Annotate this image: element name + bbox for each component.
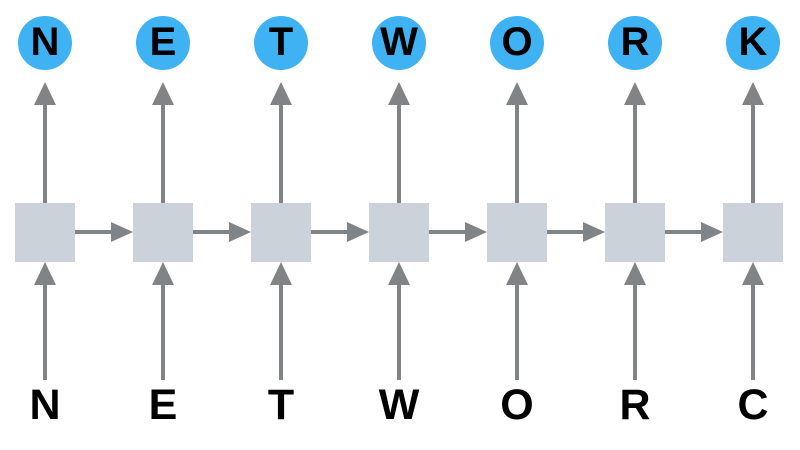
input-letter: E [148,381,178,429]
rnn-unit: W W [369,0,429,450]
arrowhead-up-icon [152,262,174,285]
arrow-shaft [515,283,519,380]
arrow-up-icon [487,262,547,380]
arrow-up-icon [15,82,75,204]
arrow-up-icon [251,262,311,380]
arrowhead-right-icon [583,222,605,242]
input-letter: N [29,381,61,429]
arrow-shaft [751,103,755,204]
input-letter: O [500,381,534,429]
arrowhead-up-icon [506,82,528,105]
arrow-right-icon [547,222,605,242]
arrowhead-up-icon [270,262,292,285]
output-letter: K [738,20,768,64]
input-letter: T [267,381,295,429]
arrow-right-icon [429,222,487,242]
arrow-shaft [751,283,755,380]
arrow-shaft [633,283,637,380]
arrowhead-up-icon [506,262,528,285]
arrowhead-up-icon [34,82,56,105]
output-letter: R [620,20,650,64]
arrow-right-icon [665,222,723,242]
arrow-up-icon [723,262,783,380]
hidden-cell [133,203,193,262]
arrowhead-up-icon [388,82,410,105]
rnn-unit: K C [723,0,783,450]
arrow-shaft [161,103,165,204]
rnn-unit: N N [15,0,75,450]
arrowhead-right-icon [111,222,133,242]
arrow-shaft [665,230,703,234]
output-node: K [726,16,780,70]
arrowhead-up-icon [624,82,646,105]
arrow-shaft [75,230,113,234]
rnn-unit: O O [487,0,547,450]
output-node: R [608,16,662,70]
hidden-cell [605,203,665,262]
output-node: T [254,16,308,70]
arrow-up-icon [15,262,75,380]
arrow-up-icon [487,82,547,204]
input-letter: W [378,381,420,429]
hidden-cell [487,203,547,262]
rnn-unit: E E [133,0,193,450]
hidden-cell [369,203,429,262]
arrow-shaft [279,283,283,380]
rnn-unit: R R [605,0,665,450]
arrow-shaft [43,283,47,380]
arrowhead-right-icon [347,222,369,242]
arrowhead-up-icon [270,82,292,105]
arrow-shaft [515,103,519,204]
arrow-shaft [279,103,283,204]
output-node: E [136,16,190,70]
arrowhead-up-icon [388,262,410,285]
output-letter: O [501,20,533,64]
output-letter: E [149,20,177,64]
rnn-unit: T T [251,0,311,450]
arrowhead-up-icon [152,82,174,105]
arrowhead-up-icon [34,262,56,285]
arrow-up-icon [369,262,429,380]
hidden-cell [723,203,783,262]
arrow-up-icon [369,82,429,204]
arrow-shaft [633,103,637,204]
output-letter: N [30,20,60,64]
arrow-shaft [193,230,231,234]
hidden-cell [15,203,75,262]
arrow-shaft [397,103,401,204]
hidden-cell [251,203,311,262]
input-letter: R [619,381,651,429]
arrow-up-icon [133,262,193,380]
arrow-right-icon [193,222,251,242]
arrowhead-right-icon [229,222,251,242]
output-node: O [490,16,544,70]
arrow-shaft [429,230,467,234]
input-letter: C [737,381,769,429]
output-letter: W [380,20,418,64]
arrow-shaft [43,103,47,204]
arrow-up-icon [605,82,665,204]
arrow-shaft [161,283,165,380]
arrow-shaft [397,283,401,380]
arrow-shaft [547,230,585,234]
arrow-up-icon [251,82,311,204]
output-letter: T [268,20,294,64]
output-node: W [372,16,426,70]
arrow-right-icon [311,222,369,242]
arrow-up-icon [605,262,665,380]
arrowhead-up-icon [624,262,646,285]
arrowhead-up-icon [742,262,764,285]
arrow-up-icon [133,82,193,204]
arrow-shaft [311,230,349,234]
arrowhead-right-icon [701,222,723,242]
arrow-right-icon [75,222,133,242]
arrowhead-up-icon [742,82,764,105]
output-node: N [18,16,72,70]
arrowhead-right-icon [465,222,487,242]
arrow-up-icon [723,82,783,204]
